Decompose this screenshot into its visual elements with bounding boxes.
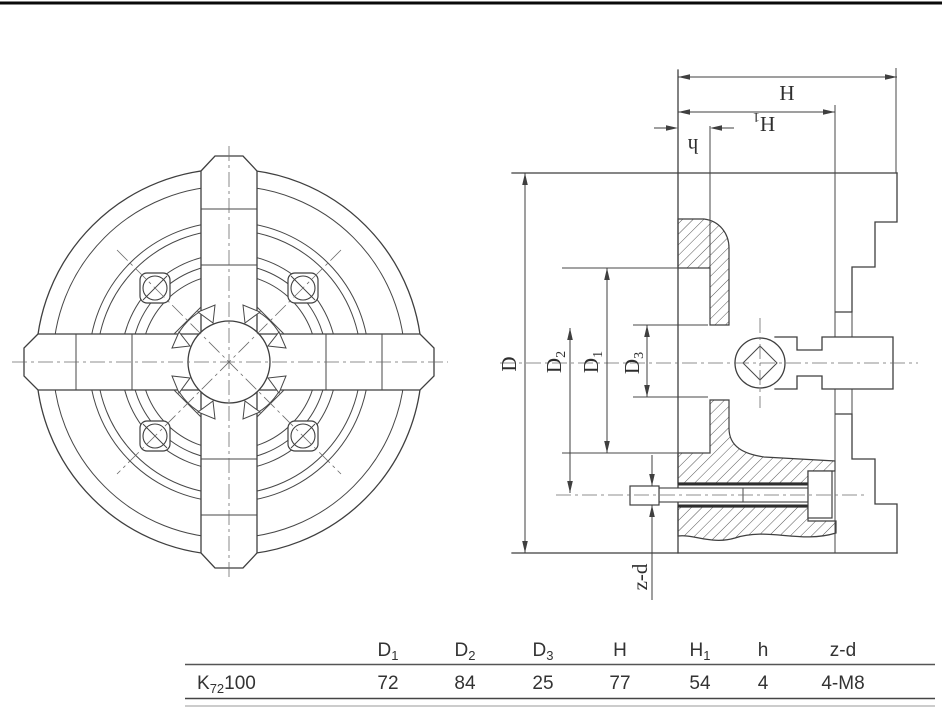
value-zd: 4-M8	[821, 673, 864, 694]
section-outline	[511, 68, 898, 554]
col-header-D1: D1	[378, 640, 399, 663]
col-header-zd: z-d	[830, 640, 856, 661]
section-view	[500, 68, 918, 554]
value-D1: 72	[377, 673, 398, 694]
value-D3: 25	[532, 673, 553, 694]
value-H: 77	[609, 673, 630, 694]
label-D2: D2	[542, 351, 569, 373]
col-header-D3: D3	[533, 640, 554, 663]
label-H1: H1	[753, 109, 775, 136]
col-header-H: H	[613, 640, 627, 661]
value-H1: 54	[689, 673, 711, 694]
jaw-arm-vertical	[200, 155, 258, 569]
table-data-row: K72100 72 84 25 77 54 4 4-M8	[197, 673, 865, 696]
label-zd: z-d	[628, 563, 652, 590]
front-view-centerlines	[12, 146, 448, 580]
value-D2: 84	[454, 673, 476, 694]
top-jaw-profile	[835, 172, 898, 313]
scroll-teeth	[171, 304, 287, 420]
mounting-bolt	[556, 470, 867, 519]
bottom-jaw-profile	[835, 413, 898, 554]
jaw-arm-horizontal	[23, 333, 435, 391]
label-D: D	[497, 356, 521, 371]
square-socket-diamond	[742, 345, 778, 381]
model-number: K72100	[197, 673, 256, 696]
value-h: 4	[758, 673, 769, 694]
label-h: h	[687, 134, 698, 158]
front-view	[12, 146, 448, 580]
table-header-row: D1 D2 D3 H H1 h z-d	[378, 640, 857, 663]
hatch-upper-flange	[677, 218, 730, 326]
spec-table: D1 D2 D3 H H1 h z-d K72100 72 84 25 77 5…	[185, 640, 935, 707]
bolt-nut	[807, 470, 833, 519]
bolt-head	[629, 485, 660, 506]
col-header-D2: D2	[455, 640, 476, 663]
col-header-H1: H1	[690, 640, 711, 663]
col-header-h: h	[758, 640, 769, 661]
dimension-labels: H H1 h D D2 D1 D3 z-d	[497, 81, 795, 590]
label-D1: D1	[579, 351, 606, 373]
label-D3: D3	[620, 352, 647, 374]
hatch-lower-flange	[677, 506, 837, 541]
dimensions	[522, 74, 897, 600]
label-H: H	[779, 81, 794, 105]
